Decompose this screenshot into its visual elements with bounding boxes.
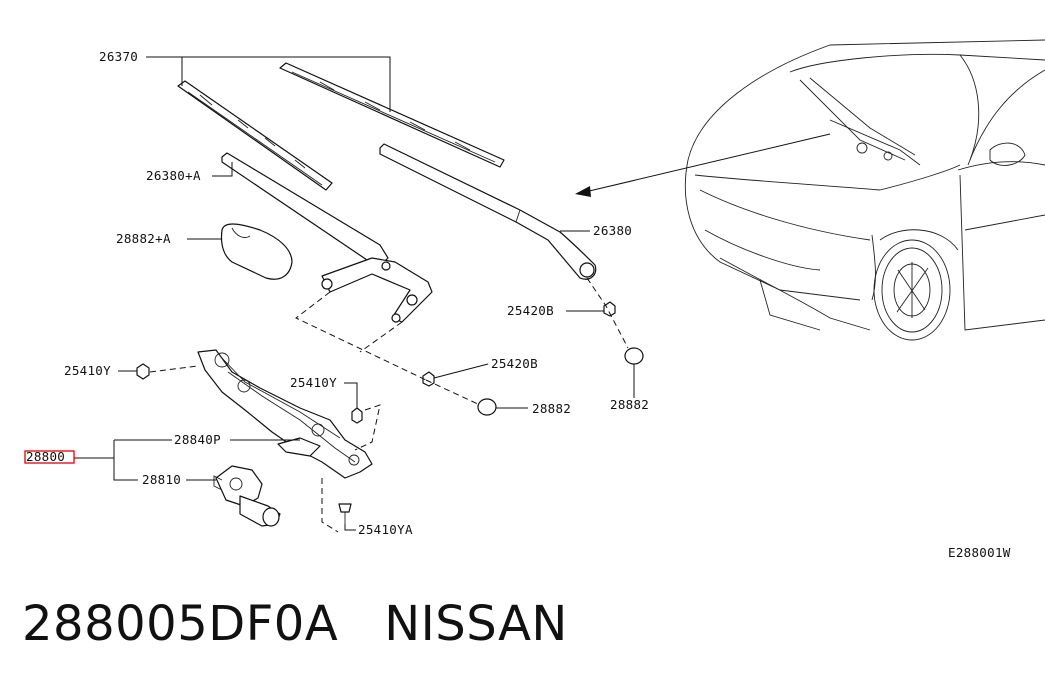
wiper-arm-right [379, 143, 597, 280]
label-wiper-arm-right: 26380 [593, 223, 632, 238]
cover-left [220, 223, 293, 280]
pointer-arrow [575, 133, 831, 197]
label-bolt-center: 25410Y [290, 375, 337, 390]
label-bolt-bottom: 25410YA [358, 522, 413, 537]
label-assembly: 28800 [26, 449, 65, 464]
bolt-bottom [338, 503, 352, 524]
label-cover-right-top: 28882 [610, 397, 649, 412]
diagram-code: E288001W [948, 545, 1011, 560]
bolt-left [136, 363, 150, 380]
label-linkage: 28840P [174, 432, 221, 447]
footer-part-number: 288005DF0A [22, 596, 339, 652]
leader-lines [74, 56, 635, 531]
label-motor: 28810 [142, 472, 181, 487]
nut-arm-right [603, 301, 616, 317]
assembly-highlight-box [24, 450, 75, 464]
label-wiper-blade: 26370 [99, 49, 138, 64]
bolt-center [351, 407, 363, 424]
label-nut-arm-right: 25420B [507, 303, 554, 318]
wiper-motor [213, 465, 281, 527]
label-wiper-arm-left: 26380+A [146, 168, 201, 183]
label-cover-left: 28882+A [116, 231, 171, 246]
label-cover-right-bottom: 28882 [532, 401, 571, 416]
cover-right-top [624, 347, 644, 365]
wiper-linkage [197, 349, 373, 479]
label-nut-arm-left: 25420B [491, 356, 538, 371]
footer-brand: NISSAN [384, 596, 568, 652]
footer-caption: 288005DF0A NISSAN [22, 596, 568, 652]
wiper-blade-right [279, 62, 505, 168]
wiper-blade-left [177, 80, 333, 191]
dashed-guides [149, 277, 629, 533]
label-bolt-left: 25410Y [64, 363, 111, 378]
car-illustration [684, 39, 1045, 341]
cover-right-bottom [477, 398, 497, 416]
